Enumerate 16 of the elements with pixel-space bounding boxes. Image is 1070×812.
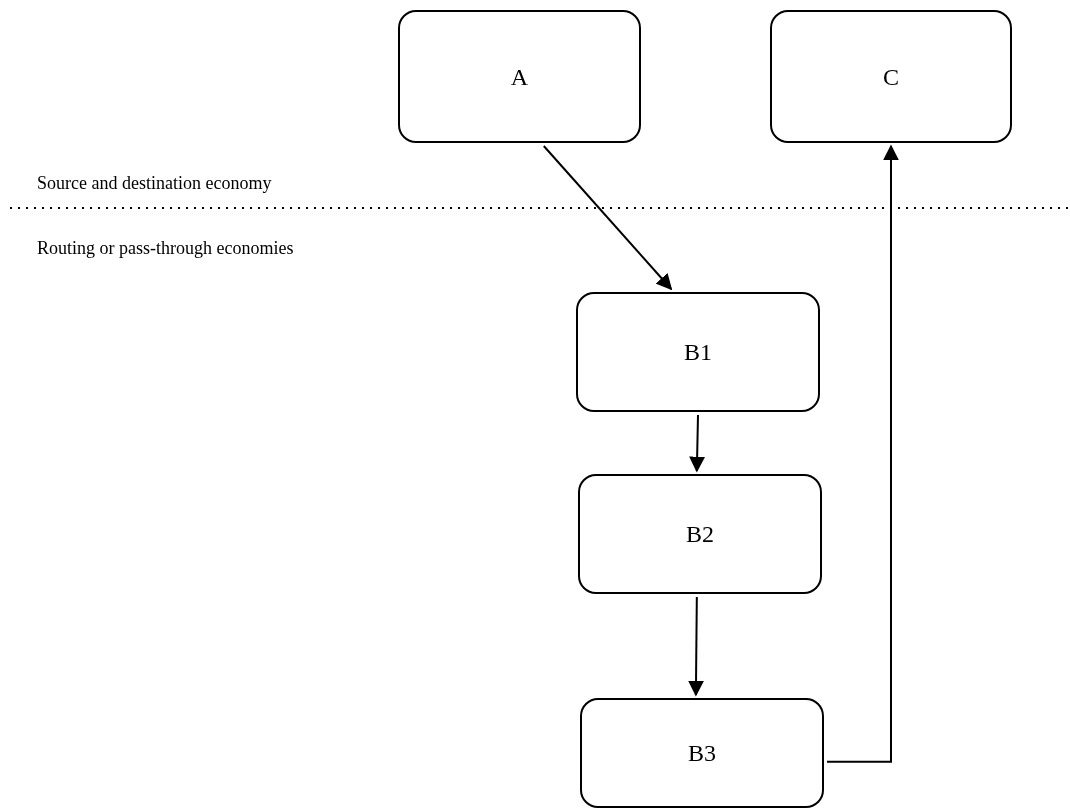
arrow [689, 414, 706, 473]
rounded-box [398, 10, 641, 143]
box-label: A [510, 62, 529, 92]
box-label: B3 [688, 739, 716, 768]
zone-label: Routing or pass-through economies [37, 237, 294, 260]
box-label: B1 [684, 338, 712, 367]
box-label: B2 [686, 520, 714, 549]
rounded-box [578, 474, 822, 594]
box-label: C [883, 62, 899, 92]
zone-label: Source and destination economy [37, 172, 272, 195]
rounded-box [770, 10, 1012, 143]
arrow [542, 145, 673, 291]
rounded-box [580, 698, 824, 808]
arrow [688, 596, 705, 697]
arrow [826, 144, 899, 763]
rounded-box [576, 292, 820, 412]
